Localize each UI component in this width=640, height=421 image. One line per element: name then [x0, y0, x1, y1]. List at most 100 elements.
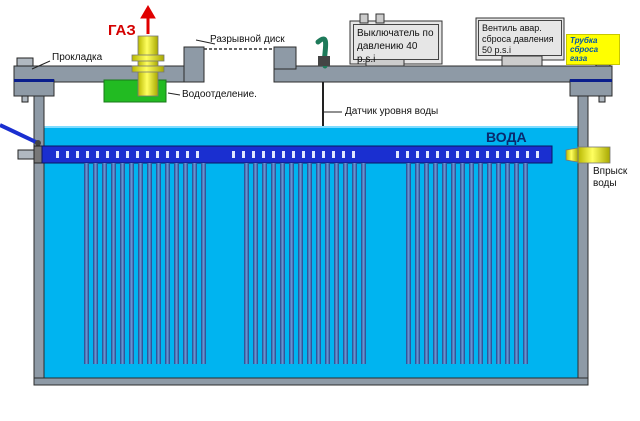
- busbar-stud: [156, 151, 159, 158]
- electrode-plate: [424, 163, 429, 364]
- electrode-plate: [469, 163, 474, 364]
- gasket-label: Прокладка: [52, 52, 103, 63]
- busbar-stud: [302, 151, 305, 158]
- tank: [13, 46, 613, 386]
- plate-pack-middle: [244, 163, 366, 364]
- busbar-stud: [96, 151, 99, 158]
- busbar-stud: [56, 151, 59, 158]
- busbar-stud: [146, 151, 149, 158]
- busbar-stud: [176, 151, 179, 158]
- electrode-plate: [505, 163, 510, 364]
- level-sensor-label: Датчик уровня воды: [345, 106, 439, 117]
- busbar-stud: [332, 151, 335, 158]
- busbar-stud: [272, 151, 275, 158]
- electrode-plate: [460, 163, 465, 364]
- electrode-plate: [262, 163, 267, 364]
- electrode-plate: [442, 163, 447, 364]
- electrode-plate: [523, 163, 528, 364]
- busbar-stud: [526, 151, 529, 158]
- busbar-stud: [516, 151, 519, 158]
- busbar-stud: [196, 151, 199, 158]
- busbar-stud: [116, 151, 119, 158]
- busbar-stud: [322, 151, 325, 158]
- gasket-left: [14, 79, 54, 82]
- busbar-stud: [86, 151, 89, 158]
- electrode-plate: [253, 163, 258, 364]
- relief-valve-label: Вентиль авар. сброса давления 50 p.s.i: [478, 20, 562, 56]
- busbar-stud: [76, 151, 79, 158]
- busbar-stud: [476, 151, 479, 158]
- busbar-stud: [106, 151, 109, 158]
- electrode-plate: [361, 163, 366, 364]
- busbar-stud: [292, 151, 295, 158]
- busbar-stud: [262, 151, 265, 158]
- electrode-plate: [406, 163, 411, 364]
- electrode-plate: [307, 163, 312, 364]
- gas-tube-tag: Трубка сброса газа: [566, 34, 620, 65]
- busbar: [41, 145, 553, 164]
- busbar-stud: [486, 151, 489, 158]
- electrode-plate: [244, 163, 249, 364]
- gas-arrow: [140, 5, 156, 34]
- water-injection-fitting: [565, 146, 611, 164]
- electrode-plate: [174, 163, 179, 364]
- busbar-stud: [342, 151, 345, 158]
- electrode-plate: [334, 163, 339, 364]
- cable-gland: [318, 56, 330, 66]
- busbar-stud: [446, 151, 449, 158]
- busbar-stud: [456, 151, 459, 158]
- water-label: ВОДА: [486, 129, 527, 145]
- pressure-switch-label: Выключатель по давлению 40 p.s.i: [353, 24, 439, 65]
- electrode-plate: [84, 163, 89, 364]
- busbar-stud: [166, 151, 169, 158]
- electrode-plate: [93, 163, 98, 364]
- electrode-plate: [138, 163, 143, 364]
- busbar-stud: [466, 151, 469, 158]
- electrode-plate: [316, 163, 321, 364]
- electrode-plate: [129, 163, 134, 364]
- electrode-plate: [298, 163, 303, 364]
- water-separation-label: Водоотделение.: [182, 89, 257, 100]
- electrode-plate: [271, 163, 276, 364]
- busbar-stud: [242, 151, 245, 158]
- electrode-plate: [156, 163, 161, 364]
- busbar-stud: [66, 151, 69, 158]
- electrode-plate: [496, 163, 501, 364]
- electrode-plate: [192, 163, 197, 364]
- plate-pack-left: [84, 163, 206, 364]
- busbar-stud: [406, 151, 409, 158]
- electrode-plate: [415, 163, 420, 364]
- electrode-plate: [433, 163, 438, 364]
- electrode-plate: [343, 163, 348, 364]
- left-terminal: [17, 145, 43, 164]
- busbar-stud: [416, 151, 419, 158]
- electrode-plate: [514, 163, 519, 364]
- water-injection-label: Впрыск воды: [593, 166, 628, 189]
- electrode-plate: [325, 163, 330, 364]
- busbar-stud: [136, 151, 139, 158]
- electrode-plate: [165, 163, 170, 364]
- busbar-stud: [126, 151, 129, 158]
- busbar-studs: [56, 151, 539, 158]
- electrode-plate: [183, 163, 188, 364]
- busbar-stud: [496, 151, 499, 158]
- electrode-plate: [487, 163, 492, 364]
- busbar-stud: [426, 151, 429, 158]
- busbar-stud: [506, 151, 509, 158]
- electrode-wire: [0, 123, 41, 146]
- electrode-plate: [478, 163, 483, 364]
- electrode-plate: [147, 163, 152, 364]
- electrode-plate: [111, 163, 116, 364]
- electrode-plate: [451, 163, 456, 364]
- busbar-stud: [536, 151, 539, 158]
- electrode-plate: [201, 163, 206, 364]
- busbar-stud: [436, 151, 439, 158]
- electrode-plate: [280, 163, 285, 364]
- plate-pack-right: [406, 163, 528, 364]
- busbar-stud: [232, 151, 235, 158]
- electrode-plate: [352, 163, 357, 364]
- busbar-stud: [312, 151, 315, 158]
- gasket-right: [570, 79, 612, 82]
